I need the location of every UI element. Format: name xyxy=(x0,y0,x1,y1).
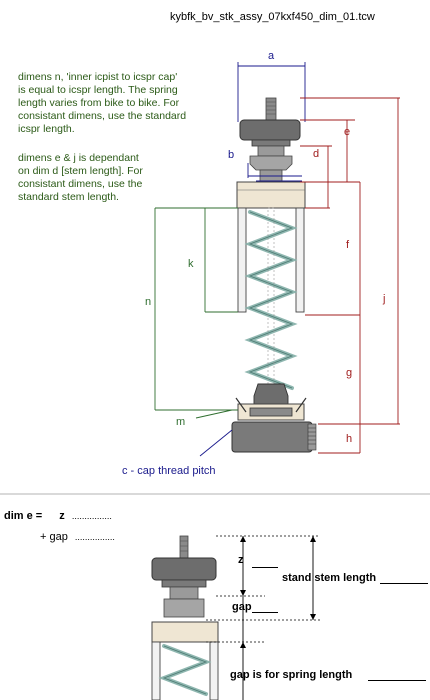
dim-label-e: e xyxy=(344,126,351,138)
spring-gap-blank xyxy=(368,680,426,681)
dim-label-k: k xyxy=(188,258,194,270)
dim-e-label: dim e = xyxy=(4,510,43,522)
z-dots: ................ xyxy=(71,511,112,521)
dim-label-n: n xyxy=(145,296,152,308)
dim-label-f: f xyxy=(346,239,350,251)
dim-e-row: dim e = z ................ xyxy=(4,510,112,522)
dim-label-j: j xyxy=(383,293,386,305)
section-divider xyxy=(0,493,430,495)
detail-z-label: z xyxy=(238,554,244,566)
gap-row: + gap ................ xyxy=(40,531,115,543)
z-label: z xyxy=(59,510,65,522)
note-line: length varies from bike to bike. For xyxy=(18,97,180,109)
gap-underline xyxy=(252,612,278,613)
dim-label-b: b xyxy=(228,149,235,161)
note-dimension-e-j: dimens e & j is dependant on dim d [stem… xyxy=(18,152,228,204)
dim-label-h: h xyxy=(346,433,353,445)
note-line: is equal to icspr length. The spring xyxy=(18,84,178,96)
stand-stem-length-label: stand stem length xyxy=(282,572,377,584)
note-line: consistant dimens, use the standard xyxy=(18,110,187,122)
note-line: icspr length. xyxy=(18,123,75,135)
dim-label-a: a xyxy=(268,50,275,62)
file-name: kybfk_bv_stk_assy_07kxf450_dim_01.tcw xyxy=(170,11,375,23)
gap-label: + gap xyxy=(40,531,68,543)
note-line: consistant dimens, use the xyxy=(18,178,143,190)
dim-label-m: m xyxy=(176,416,186,428)
note-line: dimens n, 'inner icpist to icspr cap' xyxy=(18,71,178,83)
dim-label-d: d xyxy=(313,148,320,160)
note-line: on dim d [stem length]. For xyxy=(18,165,143,177)
spring-gap-label: gap is for spring length xyxy=(230,669,353,681)
note-line: standard stem length. xyxy=(18,191,119,203)
cap-thread-pitch-label: c - cap thread pitch xyxy=(122,465,216,477)
note-dimension-n: dimens n, 'inner icpist to icspr cap' is… xyxy=(18,71,228,136)
detail-gap-label: gap xyxy=(232,601,252,613)
dim-label-g: g xyxy=(346,367,353,379)
stem-detail-drawing xyxy=(151,535,320,700)
note-line: dimens e & j is dependant xyxy=(18,152,139,164)
z-underline xyxy=(252,567,278,568)
gap-dots: ................ xyxy=(74,532,115,542)
stand-stem-length-blank xyxy=(380,583,428,584)
